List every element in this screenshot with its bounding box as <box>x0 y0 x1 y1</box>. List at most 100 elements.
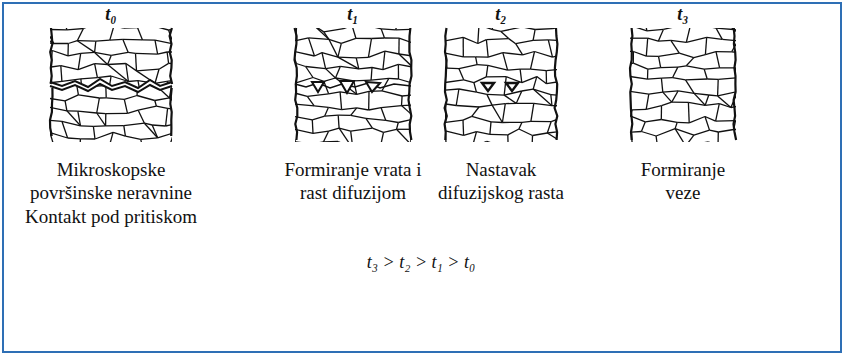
grain-boundary <box>456 106 479 108</box>
grain-boundary <box>486 65 488 76</box>
grain-boundary <box>309 38 329 39</box>
grain-boundary <box>166 108 168 126</box>
grain-boundary <box>78 111 97 113</box>
grain-boundary <box>99 97 106 98</box>
grain-boundary <box>322 53 338 58</box>
grain-boundary <box>533 39 548 41</box>
grain-boundary <box>65 95 78 101</box>
grain-boundary <box>295 104 314 106</box>
grain-boundary <box>659 56 661 67</box>
grain-boundary <box>446 120 463 122</box>
grain-boundary <box>508 69 520 70</box>
block-side <box>630 28 632 140</box>
grain-boundary <box>62 121 81 126</box>
grain-boundary <box>295 51 315 56</box>
grain-boundary <box>315 53 323 56</box>
grain-boundary <box>340 66 358 69</box>
grain-boundary <box>502 122 522 123</box>
grain-boundary <box>707 78 718 80</box>
grain-boundary <box>719 104 731 108</box>
grain-boundary <box>385 51 399 54</box>
grain-boundary <box>124 67 126 81</box>
grain-boundary <box>476 57 478 65</box>
grain-boundary <box>487 94 504 96</box>
grain-boundary <box>547 131 557 133</box>
grain-boundary <box>646 106 661 110</box>
grain-boundary <box>522 89 533 91</box>
grain-boundary <box>95 41 96 52</box>
grain-boundary <box>138 26 153 28</box>
grain-boundary <box>143 13 157 18</box>
grain-boundary <box>157 15 174 19</box>
grain-boundary <box>296 78 313 83</box>
grain-boundary <box>648 68 661 70</box>
grain-boundary <box>93 126 95 139</box>
grain-boundary <box>506 77 522 83</box>
grain-boundary <box>124 96 137 100</box>
grain-boundary <box>381 29 384 38</box>
grain-boundary <box>456 89 459 106</box>
grain-boundary <box>81 78 98 79</box>
grain-boundary <box>672 91 679 102</box>
grain-boundary <box>486 40 488 58</box>
grain-boundary <box>399 54 411 67</box>
grain-boundary <box>381 106 401 108</box>
grain-boundary <box>368 51 385 57</box>
grain-boundary <box>99 146 109 153</box>
grain-boundary <box>314 28 329 39</box>
grain-boundary <box>313 78 324 82</box>
time-order: t₃ > t₂ > t₁ > t₀ <box>321 252 521 272</box>
grain-boundary <box>476 92 487 94</box>
stage-time: t₃ <box>663 4 703 24</box>
stage-caption: Formiranje veze <box>623 158 743 204</box>
grain-boundary <box>646 38 647 56</box>
grain-boundary <box>329 92 341 94</box>
grain-boundary <box>32 133 50 139</box>
grain-boundary <box>80 138 95 139</box>
grain-boundary <box>174 13 186 14</box>
grain-boundary <box>716 51 732 53</box>
grain-boundary <box>127 13 142 14</box>
grain-boundary <box>459 69 464 80</box>
grain-boundary <box>632 131 642 133</box>
grain-boundary <box>307 96 314 105</box>
grain-boundary <box>312 120 314 133</box>
grain-boundary <box>110 39 123 41</box>
grain-boundary <box>325 107 329 116</box>
grain-boundary <box>398 64 411 67</box>
grain-boundary <box>326 66 341 68</box>
grain-boundary <box>463 37 478 43</box>
grain-boundary <box>502 104 505 123</box>
void <box>482 83 494 91</box>
grain-boundary <box>77 29 83 41</box>
grain-boundary <box>656 136 658 142</box>
grain-boundary <box>716 28 722 39</box>
grain-boundary <box>65 145 80 147</box>
grain-boundary <box>382 78 389 90</box>
grain-boundary <box>169 148 189 151</box>
grain-boundary <box>155 101 157 107</box>
grain-boundary <box>459 89 477 92</box>
grain-boundary <box>679 53 694 57</box>
grain-boundary <box>522 77 537 83</box>
grain-boundary <box>36 11 49 13</box>
grain-boundary <box>144 148 158 152</box>
grain-boundary <box>45 107 47 121</box>
grain-boundary <box>124 27 138 29</box>
grain-boundary <box>648 38 659 41</box>
grain-boundary <box>61 66 62 82</box>
grain-boundary <box>477 64 488 66</box>
grain-boundary <box>77 40 96 42</box>
grain-boundary <box>546 71 548 84</box>
grain-boundary <box>508 129 519 135</box>
grain-boundary <box>141 139 144 152</box>
grain-boundary <box>445 131 463 136</box>
grain-boundary <box>382 91 402 96</box>
grain-boundary <box>686 28 690 42</box>
grain-boundary <box>372 68 383 70</box>
grain-boundary <box>372 37 385 39</box>
grain-boundary <box>46 91 64 95</box>
grain-boundary <box>661 120 677 123</box>
grain-boundary <box>35 13 37 32</box>
grain-boundary <box>342 108 357 110</box>
